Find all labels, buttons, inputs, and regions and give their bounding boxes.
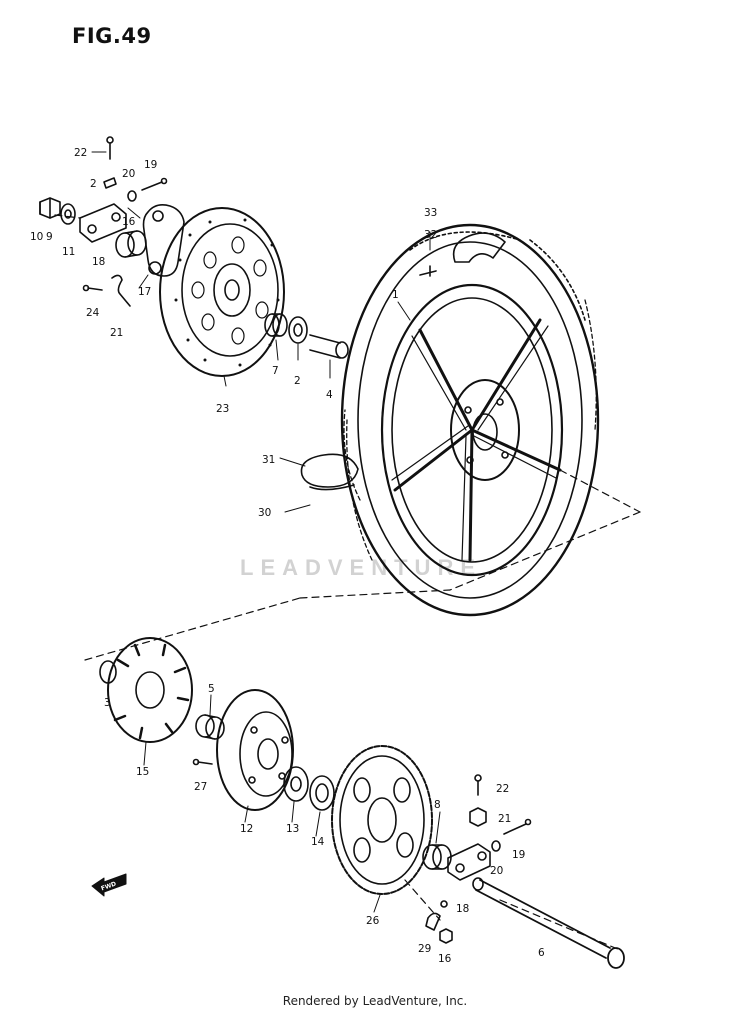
- callout-4: 4: [326, 389, 333, 401]
- callout-16a: 16: [122, 216, 136, 228]
- callout-6: 6: [538, 947, 545, 959]
- callout-leader-lines: [91, 151, 441, 913]
- callout-2a: 2: [90, 178, 97, 190]
- callout-22b: 22: [496, 783, 509, 795]
- callout-labels: 22 2 20 19 10 9 11 18 16 17 24 21 23 7 2…: [30, 147, 545, 965]
- callout-21a: 21: [110, 327, 123, 339]
- bearing-13: [283, 766, 309, 802]
- callout-31: 31: [262, 454, 275, 466]
- spacer-5: [195, 714, 225, 740]
- nut-10: [39, 197, 61, 219]
- brake-disc: [159, 207, 285, 377]
- clip-20-upper: [127, 190, 137, 202]
- callout-30: 30: [258, 507, 271, 519]
- callout-15: 15: [136, 766, 149, 778]
- cotter-pin-19-lower: [503, 818, 532, 835]
- callout-3: 3: [104, 697, 111, 709]
- watermark-text: LEADVENTURE: [240, 555, 483, 580]
- assembly-reference-lines: [54, 214, 641, 951]
- callout-17: 17: [138, 286, 151, 298]
- clip-20-lower: [491, 840, 501, 852]
- sprocket-mounting-drum-12: [216, 689, 294, 811]
- callout-12: 12: [240, 823, 253, 835]
- bearing-2: [288, 316, 308, 344]
- callout-18a: 18: [92, 256, 105, 268]
- callout-18b: 18: [456, 903, 469, 915]
- callout-20a: 20: [122, 168, 135, 180]
- callout-10: 10: [30, 231, 43, 243]
- spacer-4: [309, 334, 349, 359]
- callout-2b: 2: [294, 375, 301, 387]
- spacer-7: [264, 313, 288, 337]
- callout-33: 33: [424, 207, 437, 219]
- callout-29: 29: [418, 943, 431, 955]
- callout-14: 14: [311, 836, 325, 848]
- callout-22a: 22: [74, 147, 87, 159]
- bolt-27: [192, 758, 213, 766]
- callout-19a: 19: [144, 159, 157, 171]
- footer-credit: Rendered by LeadVenture, Inc.: [282, 994, 468, 1008]
- callout-11: 11: [62, 246, 75, 258]
- callout-32: 32: [424, 229, 437, 241]
- cotter-pin-19-upper: [141, 177, 168, 191]
- forward-arrow-label: FWD: [100, 880, 117, 892]
- spacer-16-upper: [115, 230, 147, 258]
- bolt-2-upper: [103, 177, 117, 189]
- seal-3: [99, 660, 117, 684]
- bolt-22-lower: [474, 774, 482, 796]
- rear-axle-6: [472, 877, 625, 969]
- cable-clamp-21-upper: [111, 274, 131, 307]
- spacer-8: [422, 844, 452, 870]
- callout-7: 7: [272, 365, 279, 377]
- callout-23: 23: [216, 403, 229, 415]
- callout-27: 27: [194, 781, 207, 793]
- nut-16-lower: [439, 928, 453, 944]
- callout-24: 24: [86, 307, 100, 319]
- valve-32: [419, 265, 437, 277]
- forward-direction-arrow: [91, 873, 127, 897]
- figure-title: FIG.49: [72, 24, 152, 48]
- rear-sprocket-26: [331, 745, 433, 895]
- oil-seal-14: [309, 775, 335, 811]
- callout-1: 1: [392, 289, 399, 301]
- nut-21-lower: [469, 807, 487, 827]
- callout-19b: 19: [512, 849, 525, 861]
- callout-5: 5: [208, 683, 215, 695]
- callout-9: 9: [46, 231, 53, 243]
- bolt-22-upper: [106, 136, 114, 160]
- caliper-bracket: [142, 204, 185, 277]
- callout-13: 13: [286, 823, 299, 835]
- callout-20b: 20: [490, 865, 503, 877]
- rear-wheel-tire: [300, 223, 600, 617]
- bolt-24: [82, 284, 103, 292]
- torque-link-plate-upper: [79, 203, 127, 243]
- washer-11: [60, 203, 76, 225]
- callout-26: 26: [366, 915, 380, 927]
- callout-8: 8: [434, 799, 441, 811]
- torque-link-plate-lower: [447, 843, 491, 881]
- chain-adjuster-29: [425, 900, 448, 931]
- cushion-rubber-15: [107, 637, 193, 743]
- callout-16b: 16: [438, 953, 452, 965]
- callout-21b: 21: [498, 813, 511, 825]
